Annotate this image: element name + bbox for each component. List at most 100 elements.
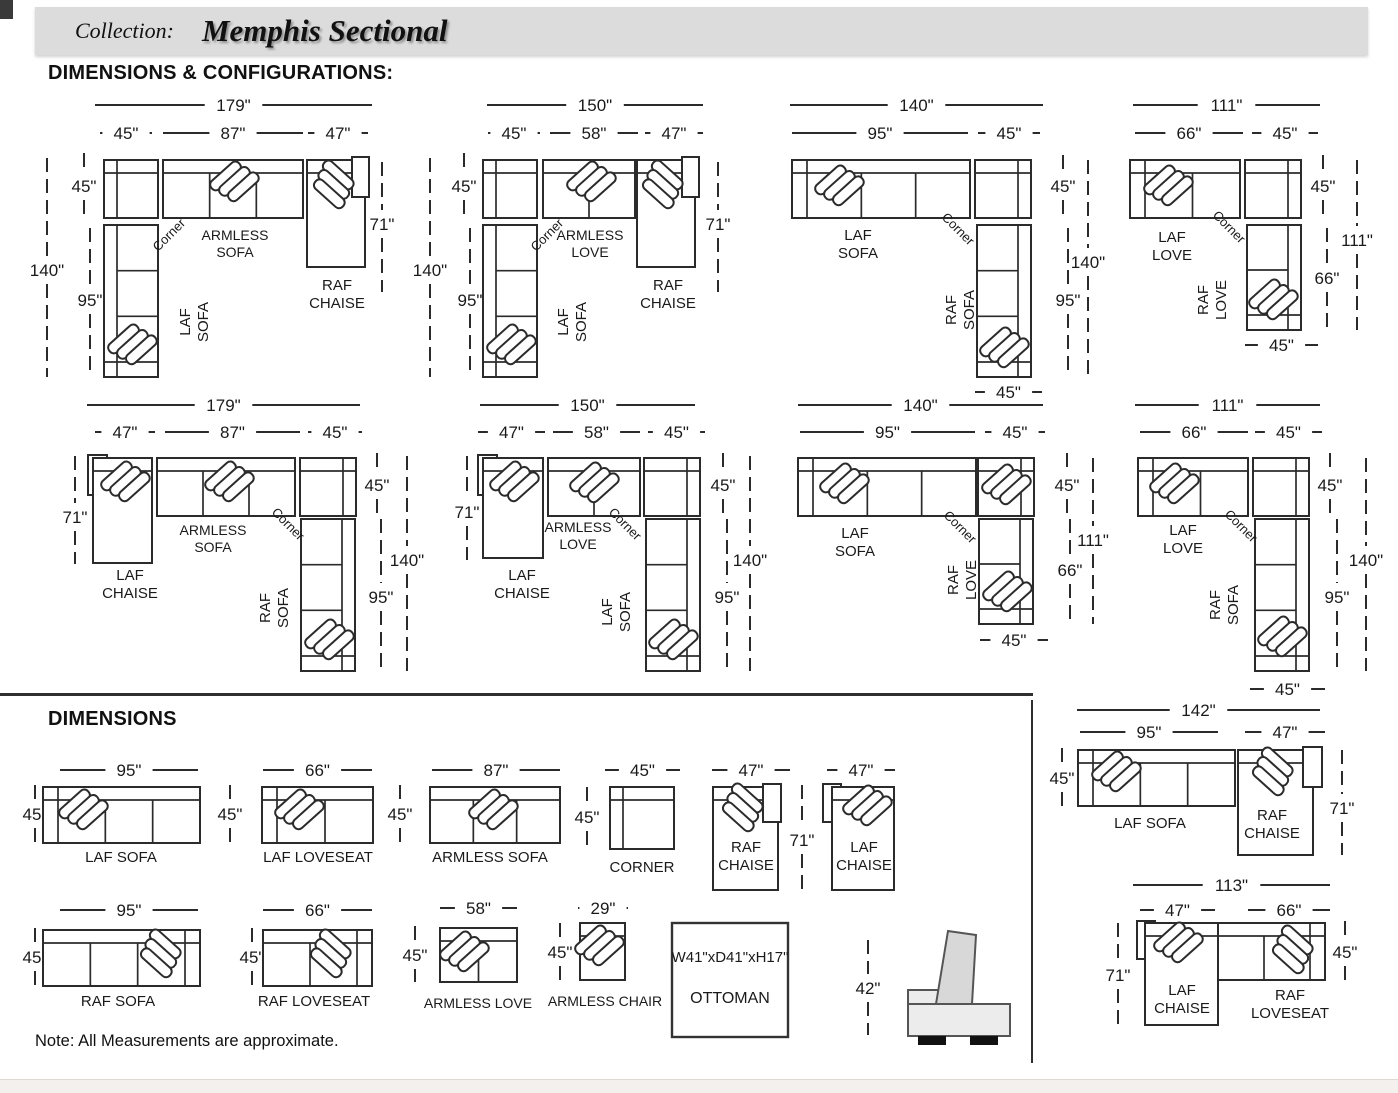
page-bottom-strip (0, 1079, 1398, 1093)
arm-rect (351, 156, 370, 198)
pillow-icon (304, 618, 355, 661)
depth-dimension-label: 140" (1071, 253, 1105, 272)
width-dimension-label: 29" (591, 899, 616, 918)
pillow-icon (814, 164, 865, 207)
depth-dimension-label: 45" (240, 948, 265, 967)
depth-dimension-label: 45" (23, 805, 48, 824)
depth-dimension-label: 45" (452, 177, 477, 196)
depth-dimension-label: 95" (458, 291, 483, 310)
width-dimension-label: 66" (305, 761, 330, 780)
width-dimension-label: 47" (849, 761, 874, 780)
pillow-icon (648, 618, 699, 661)
piece-label: RAFLOVE (945, 560, 980, 600)
arm-rect (681, 156, 700, 198)
width-dimension-label: 58" (466, 899, 491, 918)
width-dimension-label: 47" (1273, 723, 1298, 742)
width-dimension-label: 95" (1137, 723, 1162, 742)
sofa-side-view-icon (907, 929, 1011, 1045)
depth-dimension-label: 45" (365, 476, 390, 495)
width-dimension-label: 179" (206, 396, 240, 415)
width-dimension-label: 58" (582, 124, 607, 143)
piece-label: ARMLESS SOFA (432, 849, 548, 866)
depth-dimension-label: 71" (1106, 966, 1131, 985)
pillow-icon (1149, 462, 1200, 505)
width-dimension-label: 45" (1276, 423, 1301, 442)
depth-dimension-label: 45" (72, 177, 97, 196)
width-dimension-label: 45" (997, 124, 1022, 143)
width-dimension-label: 95" (868, 124, 893, 143)
collection-name: Memphis Sectional (201, 13, 448, 48)
depth-dimension-label: 45" (403, 946, 428, 965)
depth-dimension-label: 45" (1055, 476, 1080, 495)
section-divider-vertical (1031, 700, 1033, 1063)
measurements-note: Note: All Measurements are approximate. (35, 1032, 339, 1050)
furniture-piece (1246, 224, 1302, 331)
arm-rect (762, 783, 782, 823)
width-dimension-label: 179" (216, 96, 250, 115)
piece-label: RAFSOFA (1207, 585, 1242, 625)
width-dimension-label: 45" (1002, 631, 1027, 650)
piece-label: RAFLOVE (1195, 280, 1230, 320)
pillow-icon (209, 160, 260, 203)
pillow-icon (1271, 924, 1314, 975)
width-dimension-label: 45" (1275, 680, 1300, 699)
pillow-icon (979, 326, 1030, 369)
pillow-icon (982, 570, 1033, 613)
depth-dimension-label: 45" (388, 805, 413, 824)
pillow-icon (641, 159, 684, 210)
depth-dimension-label: 111" (1341, 231, 1373, 250)
pillow-icon (569, 461, 620, 504)
width-dimension-label: 47" (499, 423, 524, 442)
piece-label: RAFSOFA (943, 290, 978, 330)
width-dimension-label: 47" (739, 761, 764, 780)
piece-label: ARMLESS CHAIR (548, 993, 662, 1009)
width-dimension-label: 140" (899, 96, 933, 115)
depth-dimension-label: 140" (413, 261, 447, 280)
depth-dimension-label: 71" (63, 508, 88, 527)
depth-dimension-label: 95" (715, 588, 740, 607)
width-dimension-label: 47" (662, 124, 687, 143)
section-divider-horizontal (0, 693, 1033, 696)
pillow-icon (204, 460, 255, 503)
piece-label: LAF SOFA (85, 849, 157, 866)
depth-dimension-label: 45" (1311, 177, 1336, 196)
width-dimension-label: 87" (220, 423, 245, 442)
depth-dimension-label: 45" (218, 805, 243, 824)
width-dimension-label: 45" (664, 423, 689, 442)
depth-dimension-label: 66" (1315, 269, 1340, 288)
piece-label: OTTOMAN (690, 990, 770, 1007)
width-dimension-label: 95" (875, 423, 900, 442)
piece-label: ARMLESS LOVE (424, 995, 532, 1011)
width-dimension-label: 111" (1211, 96, 1243, 115)
furniture-piece (103, 159, 159, 219)
depth-dimension-label: 45" (548, 943, 573, 962)
pillow-icon (981, 463, 1032, 506)
piece-label: LAF LOVESEAT (263, 849, 373, 866)
width-dimension-label: 150" (570, 396, 604, 415)
furniture-piece (974, 159, 1032, 219)
pillow-icon (1153, 921, 1204, 964)
width-dimension-label: 47" (1165, 901, 1190, 920)
pillow-icon (1257, 615, 1308, 658)
piece-label: RAF SOFA (81, 993, 155, 1010)
furniture-piece (1244, 159, 1302, 219)
pillow-icon (107, 323, 158, 366)
collection-header: Collection: Memphis Sectional (35, 7, 1368, 55)
width-dimension-label: 47" (113, 423, 138, 442)
depth-dimension-label: 42" (856, 979, 881, 998)
furniture-piece (299, 457, 357, 517)
piece-label: RAFSOFA (257, 588, 292, 628)
